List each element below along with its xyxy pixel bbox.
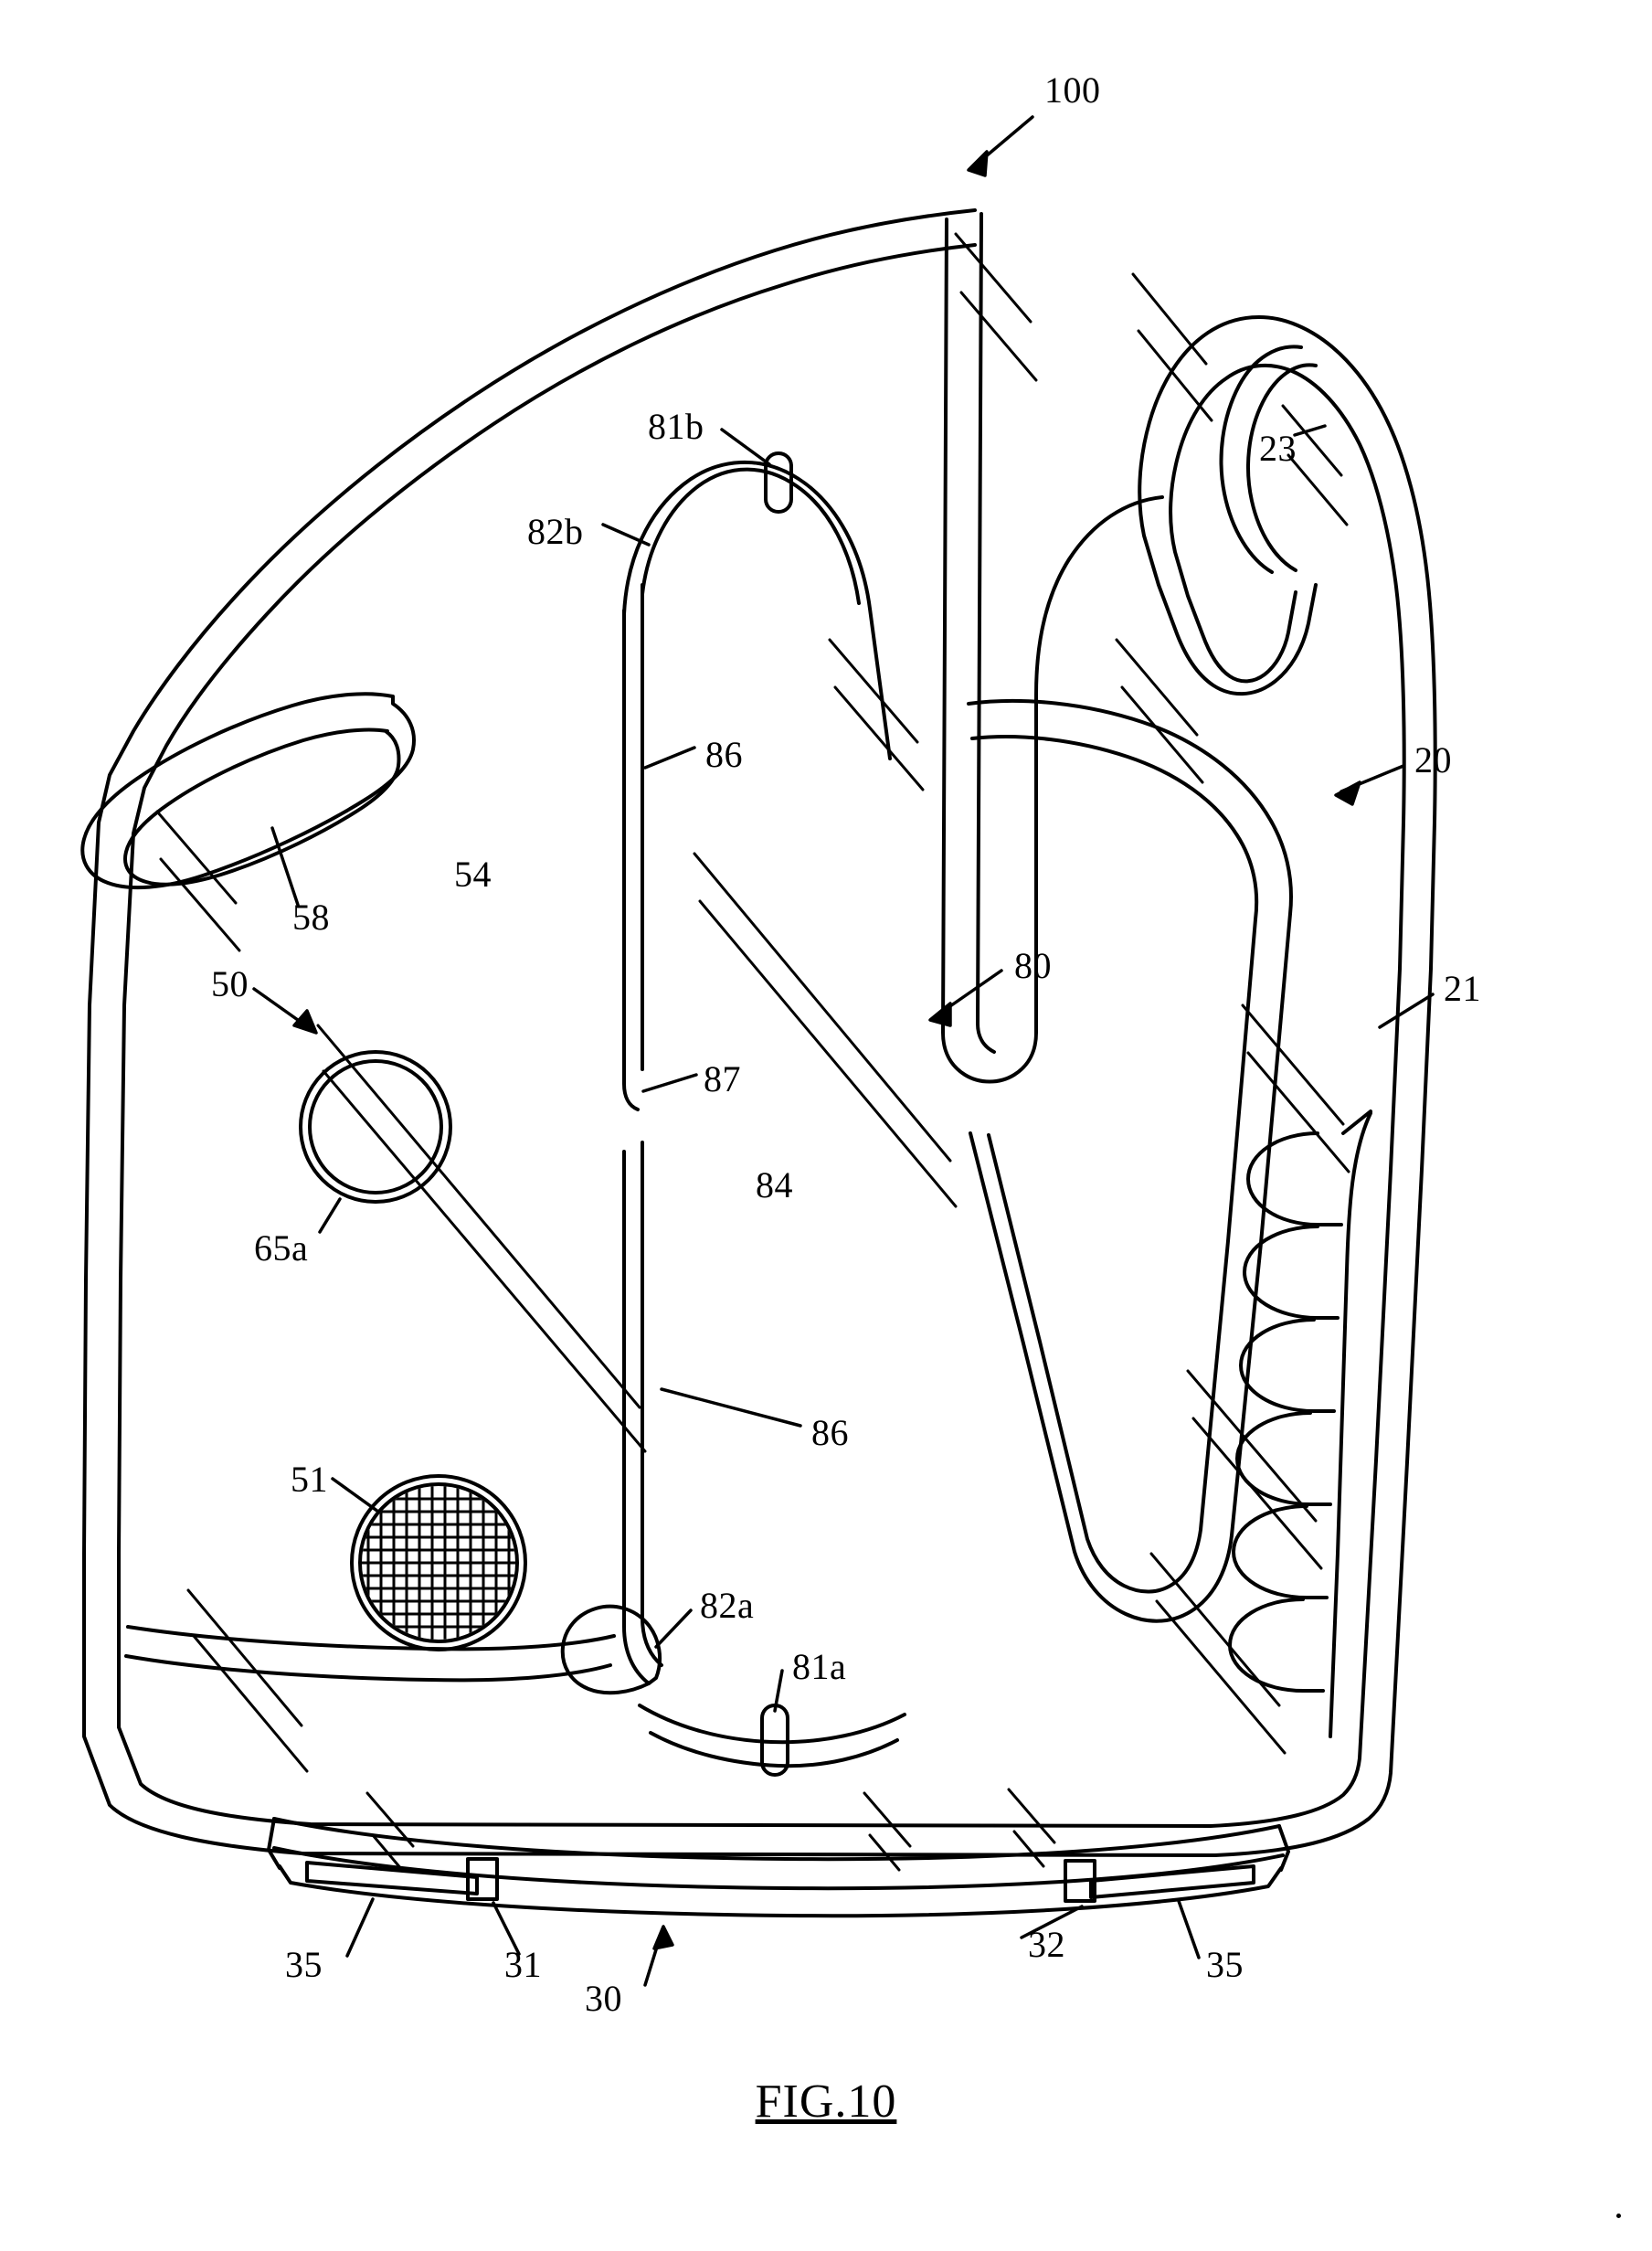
- label-65a: 65a: [254, 1227, 309, 1269]
- label-35-right: 35: [1206, 1944, 1244, 1985]
- base-member-30-right-end: [1277, 1824, 1290, 1872]
- label-81a: 81a: [792, 1646, 847, 1687]
- section-hatch-lines: [155, 232, 1350, 1872]
- label-20: 20: [1414, 739, 1452, 780]
- label-30: 30: [585, 1978, 622, 2019]
- outer-body-contour-inner: [117, 243, 1406, 1828]
- interior-left-wall: [126, 1625, 616, 1651]
- figure-caption-text: FIG.10: [755, 2076, 897, 2128]
- hook-flange-23: [1219, 345, 1303, 574]
- label-86-lower: 86: [811, 1412, 849, 1453]
- outer-body-contour: [82, 208, 1437, 1857]
- label-54: 54: [454, 854, 492, 895]
- dome-82b: [622, 460, 892, 760]
- page-corner-mark: [1616, 2214, 1621, 2218]
- base-clip-32: [1064, 1859, 1096, 1903]
- label-23: 23: [1259, 428, 1297, 469]
- inner-hook-wall-2: [976, 212, 996, 1054]
- label-87: 87: [704, 1058, 741, 1099]
- base-member-30-left-end: [267, 1817, 281, 1870]
- base-member-30-top: [272, 1817, 1281, 1862]
- label-21: 21: [1444, 968, 1481, 1009]
- label-100: 100: [1044, 69, 1101, 111]
- interior-left-wall-2: [124, 1654, 612, 1683]
- base-clip-31: [466, 1857, 499, 1901]
- dome-82b-inner: [641, 467, 861, 605]
- label-86-upper: 86: [705, 734, 743, 775]
- hook-flange-23-b: [1246, 363, 1318, 572]
- slot-81b: [764, 451, 793, 514]
- lower-rib-82a-arc-2: [649, 1731, 899, 1768]
- slot-81a: [760, 1704, 789, 1777]
- label-81b: 81b: [648, 406, 704, 447]
- round-opening-65a-outer: [299, 1050, 452, 1204]
- label-35-left: 35: [285, 1944, 323, 1985]
- rib-80-outer: [967, 698, 1293, 1623]
- divider-wall-86-lower: [622, 1150, 651, 1685]
- label-50: 50: [211, 963, 249, 1004]
- leader-lines: [252, 115, 1435, 1987]
- inner-hook-wall: [941, 218, 1164, 1084]
- rib-80-inner: [970, 735, 1259, 1594]
- loop-flange-58-inner: [123, 727, 401, 887]
- label-32: 32: [1028, 1924, 1065, 1965]
- round-opening-65a-inner: [308, 1059, 443, 1195]
- mesh-grille-51-inner: [358, 1482, 519, 1643]
- label-84: 84: [756, 1164, 793, 1205]
- divider-wall-86-lower-2: [641, 1141, 663, 1667]
- figure-caption: FIG.10: [0, 2075, 1652, 2129]
- label-58: 58: [292, 897, 330, 938]
- lower-rib-loop-82a: [560, 1604, 662, 1695]
- label-51: 51: [291, 1459, 328, 1500]
- base-member-30-bottom: [278, 1864, 1283, 1918]
- lower-rib-82a-arc: [638, 1704, 906, 1745]
- base-end-tab-35-right: [1089, 1864, 1255, 1899]
- label-31: 31: [504, 1944, 542, 1985]
- label-82b: 82b: [527, 511, 584, 552]
- scallop-boundary: [1329, 1111, 1372, 1738]
- label-80: 80: [1014, 945, 1052, 986]
- base-end-tab-35-left: [305, 1861, 479, 1895]
- divider-wall-86-upper: [622, 609, 640, 1111]
- label-82a: 82a: [700, 1585, 755, 1626]
